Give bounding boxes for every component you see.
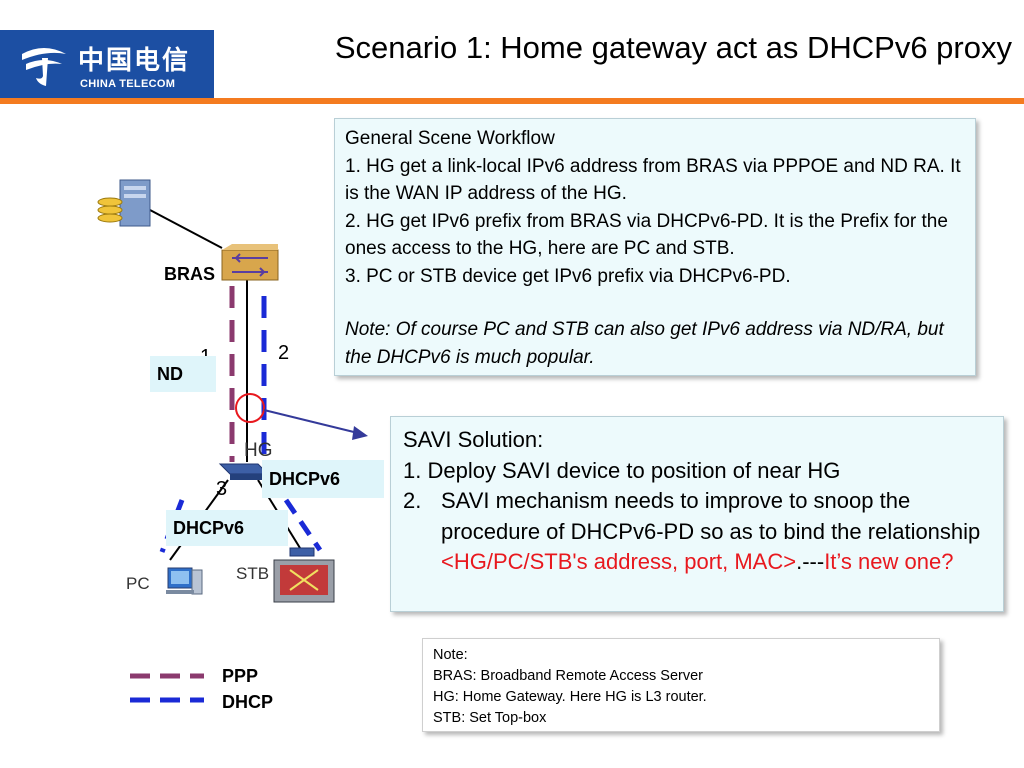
workflow-step-2: 2. HG get IPv6 prefix from BRAS via DHCP…: [345, 210, 948, 260]
logo-english-text: CHINA TELECOM: [80, 78, 176, 90]
china-telecom-logo: 中国电信 CHINA TELECOM: [0, 30, 214, 98]
savi-pointer-arrow: [263, 409, 363, 435]
step-number-3: 3: [216, 478, 228, 500]
workflow-heading: General Scene Workflow: [345, 128, 555, 149]
telecom-swirl-icon: [22, 48, 66, 86]
savi-item-1: 1. Deploy SAVI device to position of nea…: [403, 457, 841, 483]
workflow-box: General Scene Workflow 1. HG get a link-…: [334, 118, 976, 376]
hg-device-icon: [218, 463, 270, 480]
hg-label: HG: [244, 440, 273, 461]
bras-router-icon: [221, 244, 279, 281]
note-hg: HG: Home Gateway. Here HG is L3 router.: [433, 689, 707, 705]
pc-icon: [166, 567, 203, 595]
server-icon: [97, 179, 151, 227]
abbreviation-notes-box: Note: BRAS: Broadband Remote Access Serv…: [422, 638, 940, 732]
workflow-spacer: [345, 290, 965, 316]
logo-chinese-text: 中国电信: [78, 46, 191, 76]
savi-item-2-number: 2.: [403, 488, 422, 513]
header-divider: [0, 98, 1024, 104]
workflow-step-1: 1. HG get a link-local IPv6 address from…: [345, 155, 961, 205]
pc-label: PC: [126, 574, 150, 593]
stb-tv-icon: [273, 547, 335, 603]
savi-item-2: 2. SAVI mechanism needs to improve to sno…: [403, 486, 991, 578]
savi-item-2-text: SAVI mechanism needs to improve to snoop…: [441, 488, 981, 544]
stb-label: STB: [236, 564, 270, 583]
arrow-head-icon: [352, 426, 368, 440]
savi-new-question: It’s new one?: [824, 549, 954, 574]
notes-title: Note:: [433, 647, 468, 663]
note-stb: STB: Set Top-box: [433, 710, 547, 726]
savi-position-circle: [235, 393, 265, 423]
savi-heading: SAVI Solution:: [403, 427, 544, 452]
nd-tag: ND: [150, 356, 216, 392]
workflow-note: Note: Of course PC and STB can also get …: [345, 319, 944, 368]
server-bras-link: [149, 209, 223, 249]
workflow-step-3: 3. PC or STB device get IPv6 prefix via …: [345, 265, 791, 287]
savi-binding-tuple: <HG/PC/STB's address, port, MAC>: [441, 549, 797, 574]
page-title: Scenario 1: Home gateway act as DHCPv6 p…: [334, 30, 1012, 65]
savi-item-2-dots: .---: [796, 549, 825, 574]
dhcpv6-tag-right: DHCPv6: [262, 460, 384, 498]
step-number-2: 2: [278, 342, 290, 364]
dhcp-stb-dashed: [283, 498, 323, 552]
note-bras: BRAS: Broadband Remote Access Server: [433, 668, 703, 684]
bras-label: BRAS: [164, 264, 216, 284]
savi-solution-box: SAVI Solution: 1. Deploy SAVI device to …: [390, 416, 1004, 612]
legend-dhcp-label: DHCP: [222, 692, 274, 712]
legend-ppp-label: PPP: [222, 666, 259, 686]
dhcpv6-tag-left: DHCPv6: [166, 510, 288, 546]
